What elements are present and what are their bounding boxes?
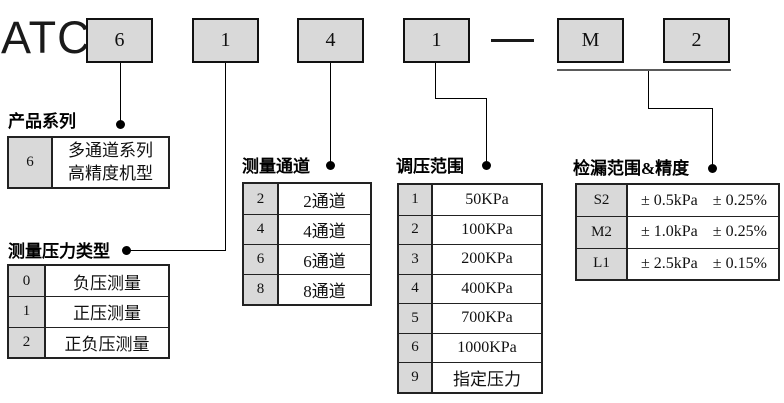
row-key: 2: [399, 215, 433, 244]
table-row: 4 4通道: [244, 214, 370, 244]
row-key: 9: [399, 363, 433, 392]
pressure-type-table: 0 负压测量 1 正压测量 2 正负压测量: [7, 264, 170, 359]
leak-group-underline: [557, 69, 731, 71]
row-value: 多通道系列 高精度机型: [68, 140, 153, 183]
row-key: 6: [9, 138, 53, 187]
code-segment-leak-2: 2: [663, 18, 730, 63]
code-segment-range: 1: [403, 18, 470, 63]
table-row: 9 指定压力: [399, 362, 541, 392]
code-separator-dash: [491, 39, 534, 42]
row-value: ± 2.5kPa ± 0.15%: [628, 249, 778, 279]
row-key: 2: [9, 327, 46, 357]
row-key: 5: [399, 304, 433, 333]
callout-dot-series: [116, 120, 125, 129]
leak-range-table: S2 ± 0.5kPa ± 0.25% M2 ± 1.0kPa ± 0.25% …: [575, 183, 780, 281]
leak-accuracy-value: ± 0.25%: [712, 223, 767, 241]
callout-dot-leak: [708, 164, 717, 173]
row-key: 3: [399, 245, 433, 274]
callout-line-series: [120, 63, 121, 124]
callout-line-range-h: [435, 98, 487, 99]
table-row: 0 负压测量: [9, 266, 168, 297]
callout-dot-ptype: [122, 246, 131, 255]
leak-range-value: ± 2.5kPa: [641, 254, 698, 272]
product-series-table: 6 多通道系列 高精度机型: [7, 136, 170, 189]
row-value: 4通道: [303, 222, 346, 241]
section-title-product-series: 产品系列: [8, 112, 76, 131]
row-value: 6通道: [303, 252, 346, 271]
table-row: L1 ± 2.5kPa ± 0.15%: [577, 247, 778, 279]
callout-dot-channels: [326, 161, 335, 170]
row-key: 6: [399, 333, 433, 362]
row-value: 400KPa: [461, 279, 513, 297]
table-row: 6 6通道: [244, 244, 370, 274]
channels-table: 2 2通道 4 4通道 6 6通道 8 8通道: [242, 182, 372, 306]
row-key: 1: [399, 185, 433, 215]
row-key: 0: [9, 266, 46, 297]
callout-line-range-v1: [435, 63, 436, 99]
table-row: 3 200KPa: [399, 244, 541, 274]
brand-label: ATC: [1, 12, 91, 63]
row-value: 100KPa: [461, 220, 513, 238]
code-segment-series: 6: [86, 18, 153, 63]
leak-accuracy-value: ± 0.15%: [712, 254, 767, 272]
row-value: 正压测量: [73, 304, 141, 324]
callout-dot-range: [482, 161, 491, 170]
row-value: 200KPa: [461, 250, 513, 268]
table-row: M2 ± 1.0kPa ± 0.25%: [577, 216, 778, 248]
code-segment-ptype: 1: [192, 18, 259, 63]
leak-range-value: ± 1.0kPa: [641, 223, 698, 241]
row-key: M2: [577, 217, 628, 248]
table-row: 1 50KPa: [399, 185, 541, 215]
row-key: S2: [577, 185, 628, 217]
table-row: 8 8通道: [244, 274, 370, 304]
row-key: 8: [244, 275, 279, 304]
row-value: 正负压测量: [64, 334, 150, 354]
row-value: ± 0.5kPa ± 0.25%: [628, 185, 778, 216]
row-value: 700KPa: [461, 309, 513, 327]
table-row: 2 100KPa: [399, 214, 541, 244]
section-title-pressure-range: 调压范围: [396, 157, 464, 176]
table-row: S2 ± 0.5kPa ± 0.25%: [577, 185, 778, 217]
callout-line-leak-h: [648, 108, 713, 109]
row-key: 2: [244, 184, 279, 214]
callout-line-channels: [330, 63, 331, 164]
pressure-range-table: 1 50KPa 2 100KPa 3 200KPa 4 400KPa 5 700…: [397, 183, 543, 394]
table-row: 5 700KPa: [399, 303, 541, 333]
row-value: 2通道: [303, 191, 346, 211]
table-row: 1 正压测量: [9, 296, 168, 327]
callout-line-leak-v1: [648, 71, 649, 109]
section-title-pressure-type: 测量压力类型: [8, 242, 110, 261]
row-key: 1: [9, 297, 46, 327]
row-key: 6: [244, 245, 279, 274]
table-row: 2 2通道: [244, 184, 370, 214]
table-row: 2 正负压测量: [9, 326, 168, 357]
row-value: 8通道: [303, 282, 346, 301]
callout-line-leak-v2: [712, 108, 713, 166]
row-key: 4: [399, 274, 433, 303]
row-value: 50KPa: [465, 190, 509, 208]
code-segment-leak-m: M: [557, 18, 624, 63]
row-value: 指定压力: [453, 369, 521, 389]
code-segment-channels: 4: [297, 18, 364, 63]
callout-line-ptype-v: [225, 63, 226, 251]
leak-accuracy-value: ± 0.25%: [712, 191, 767, 209]
row-value: 1000KPa: [457, 338, 517, 356]
row-key: L1: [577, 248, 628, 279]
table-row: 6 多通道系列 高精度机型: [9, 138, 168, 187]
section-title-leak-range: 检漏范围&精度: [573, 159, 690, 178]
callout-line-ptype-h: [127, 250, 226, 251]
row-key: 4: [244, 215, 279, 244]
section-title-channels: 测量通道: [242, 157, 310, 176]
row-value: 负压测量: [73, 273, 141, 293]
row-value: ± 1.0kPa ± 0.25%: [628, 217, 778, 247]
callout-line-range-v2: [486, 98, 487, 164]
table-row: 4 400KPa: [399, 273, 541, 303]
table-row: 6 1000KPa: [399, 332, 541, 362]
leak-range-value: ± 0.5kPa: [641, 191, 698, 209]
